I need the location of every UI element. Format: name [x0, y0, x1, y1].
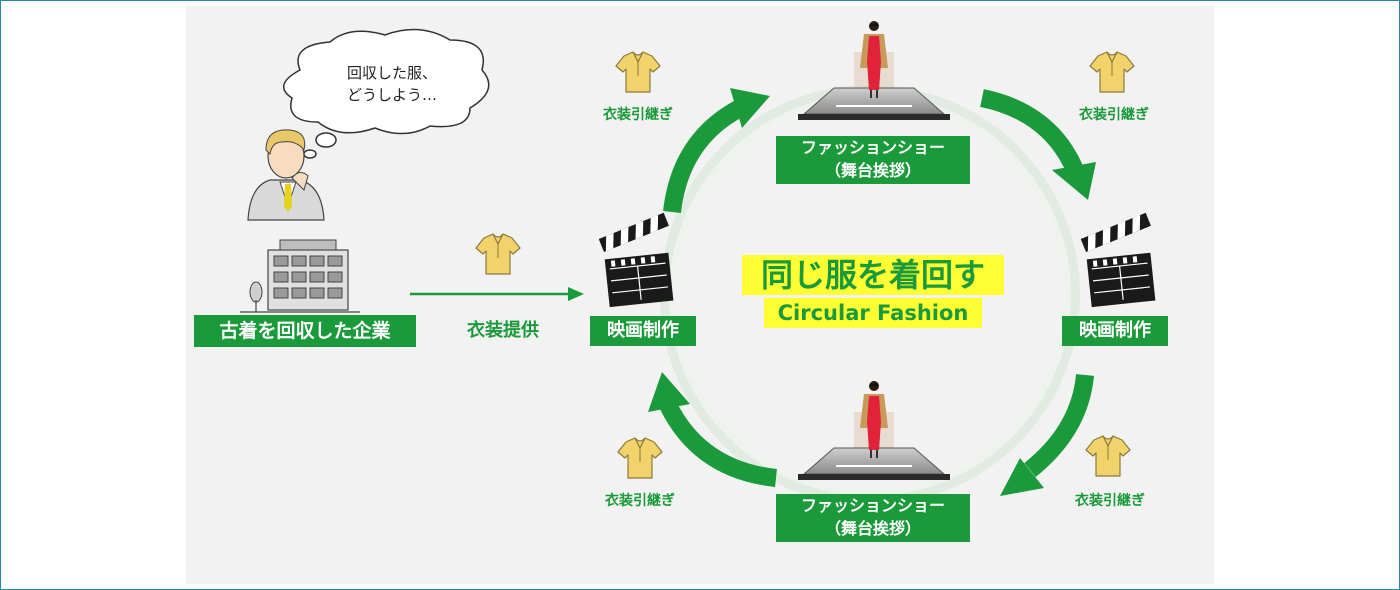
show-label-top-line-1: ファッションショー	[800, 138, 945, 157]
handoff-label-top-right: 衣装引継ぎ	[1079, 107, 1149, 123]
thought-line-2: どうしよう…	[346, 86, 437, 104]
supply-label: 衣装提供	[467, 320, 539, 341]
clapperboard-icon-left	[598, 212, 674, 308]
cycle-arrow-right-to-bottom	[1000, 373, 1094, 496]
supply-arrow	[410, 287, 584, 301]
film-label-left: 映画制作	[590, 316, 696, 346]
thought-text: 回収した服、 どうしよう…	[312, 62, 472, 106]
show-label-top: ファッションショー （舞台挨拶）	[776, 136, 970, 184]
handoff-label-bottom-left: 衣装引継ぎ	[605, 493, 675, 509]
shirt-icon-bottom-left	[617, 437, 663, 479]
shirt-icon-top-right	[1089, 51, 1135, 93]
handoff-label-top-left: 衣装引継ぎ	[603, 107, 673, 123]
shirt-icon-supply	[475, 233, 521, 275]
center-subtitle: Circular Fashion	[764, 298, 982, 328]
businessman-illustration	[247, 129, 325, 221]
cycle-arrow-left-to-top	[663, 88, 770, 214]
shirt-icon-top-left	[615, 51, 661, 93]
shirt-icon-bottom-right	[1085, 435, 1131, 477]
company-label: 古着を回収した企業	[194, 315, 416, 347]
center-title: 同じ服を着回す	[742, 255, 1004, 295]
show-label-bottom: ファッションショー （舞台挨拶）	[776, 494, 970, 542]
clapperboard-icon-right	[1080, 212, 1156, 308]
show-label-bottom-line-2: （舞台挨拶）	[824, 519, 921, 538]
thought-bubble	[283, 28, 490, 159]
show-label-top-line-2: （舞台挨拶）	[824, 161, 921, 180]
cycle-arrow-bottom-to-left	[648, 372, 778, 487]
film-label-right: 映画制作	[1062, 316, 1168, 346]
runway-icon-top	[797, 20, 951, 121]
cycle-arrow-top-to-right	[980, 89, 1096, 200]
handoff-label-bottom-right: 衣装引継ぎ	[1075, 493, 1145, 509]
runway-icon-bottom	[797, 380, 951, 481]
building-illustration	[240, 239, 360, 313]
thought-line-1: 回収した服、	[346, 64, 437, 82]
show-label-bottom-line-1: ファッションショー	[800, 496, 945, 515]
